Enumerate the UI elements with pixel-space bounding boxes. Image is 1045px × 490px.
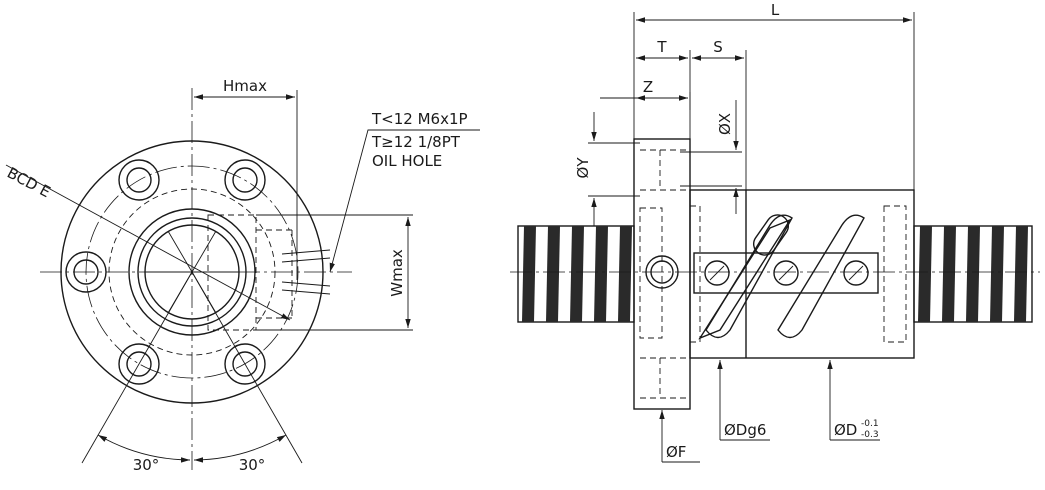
dia-dg6-label: ØDg6 — [724, 421, 766, 439]
flange-side — [633, 138, 691, 410]
note-line1: T<12 M6x1P — [371, 110, 468, 128]
oil-hole — [281, 249, 331, 295]
flange-outer-circle — [60, 140, 324, 404]
angle-arc-left — [97, 434, 191, 463]
tol-lower-label: -0.3 — [861, 430, 879, 440]
angle-left-label: 30° — [133, 456, 160, 474]
nut-ring-middle — [137, 217, 247, 327]
angle-arc-right — [193, 434, 287, 463]
angle-ray-left — [81, 271, 193, 464]
hmax-label: Hmax — [223, 77, 267, 95]
return-tube-hidden — [207, 214, 293, 331]
nut-body-hidden-circle — [108, 188, 276, 356]
note-line3: OIL HOLE — [372, 152, 442, 170]
oil-hole-note-leader — [329, 129, 480, 273]
bolt-hole-top-left — [118, 159, 160, 201]
track-plate — [693, 252, 879, 294]
dia-d-label: ØD — [834, 421, 857, 439]
screw-shaft-left — [517, 225, 635, 323]
side-view: L T S Z ØX ØY ØF ØDg6 — [510, 1, 1040, 463]
screw-shaft-right — [913, 225, 1033, 323]
bcd-leader — [5, 164, 291, 321]
plate-screws — [704, 260, 869, 286]
z-label: Z — [643, 78, 653, 96]
tol-upper-label: -0.1 — [861, 419, 879, 429]
s-label: S — [713, 38, 723, 56]
bolt-hole-bottom-left — [118, 343, 160, 385]
dia-f-label: ØF — [666, 443, 686, 461]
wmax-label: Wmax — [388, 249, 406, 297]
bolt-hole-left — [65, 251, 107, 293]
nut-body — [689, 189, 915, 359]
angle-ray-right — [191, 271, 303, 464]
front-view: Hmax Wmax BCD E T<12 M6x1P T≥12 1/8PT OI… — [4, 77, 480, 474]
return-tubes — [698, 214, 865, 340]
bolt-hole-bottom-right — [224, 343, 266, 385]
note-line2: T≥12 1/8PT — [371, 133, 461, 151]
angle-right-label: 30° — [239, 456, 266, 474]
dia-y-label: ØY — [574, 157, 592, 179]
bolt-holes — [65, 159, 266, 385]
dia-x-label: ØX — [716, 113, 734, 135]
t-label: T — [656, 38, 667, 56]
bolt-circle — [85, 165, 299, 379]
l-label: L — [771, 1, 780, 19]
bolt-hole-top-right — [224, 159, 266, 201]
nut-ring-outer — [128, 208, 256, 336]
bcd-label: BCD E — [4, 164, 53, 202]
